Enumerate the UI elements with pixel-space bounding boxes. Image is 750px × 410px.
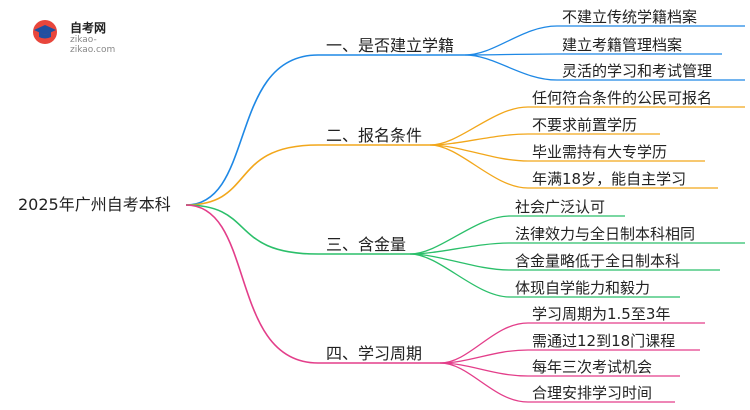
leaf-connector-3-4 bbox=[409, 253, 511, 298]
leaf-connector-4-1 bbox=[439, 322, 529, 364]
branch-label-1: 一、是否建立学籍 bbox=[326, 36, 455, 55]
leaf-connector-3-3 bbox=[409, 253, 511, 271]
leaf-connector-1-1 bbox=[464, 25, 558, 56]
leaf-1-2: 建立考籍管理档案 bbox=[562, 36, 683, 54]
branch-connector-3 bbox=[185, 204, 319, 255]
leaf-connector-1-2 bbox=[464, 53, 558, 56]
leaf-4-4: 合理安排学习时间 bbox=[532, 384, 653, 402]
leaf-connector-4-4 bbox=[439, 362, 529, 403]
logo: 自考网 zikao-zikao.com bbox=[30, 16, 140, 55]
leaf-connector-1-3 bbox=[464, 54, 558, 81]
leaf-4-3: 每年三次考试机会 bbox=[532, 358, 653, 376]
branch-connector-4 bbox=[185, 204, 319, 364]
leaf-connector-4-2 bbox=[439, 349, 529, 364]
leaf-2-1: 任何符合条件的公民可报名 bbox=[532, 89, 713, 107]
root-node: 2025年广州自考本科 bbox=[18, 195, 171, 214]
leaf-3-1: 社会广泛认可 bbox=[515, 198, 606, 216]
branch-connector-2 bbox=[185, 144, 319, 206]
leaf-connector-3-1 bbox=[409, 215, 511, 255]
leaf-connector-2-4 bbox=[429, 144, 529, 189]
branch-label-3: 三、含金量 bbox=[326, 235, 407, 254]
logo-title: 自考网 bbox=[70, 21, 107, 35]
logo-url: zikao-zikao.com bbox=[70, 35, 116, 55]
branch-label-2: 二、报名条件 bbox=[326, 126, 423, 145]
leaf-2-3: 毕业需持有大专学历 bbox=[532, 143, 668, 161]
leaf-connector-2-1 bbox=[429, 106, 529, 146]
leaf-2-2: 不要求前置学历 bbox=[532, 116, 638, 134]
leaf-connector-2-3 bbox=[429, 144, 529, 162]
leaf-3-4: 体现自学能力和毅力 bbox=[515, 279, 651, 297]
leaf-4-2: 需通过12到18门课程 bbox=[532, 332, 676, 350]
branch-label-4: 四、学习周期 bbox=[326, 344, 423, 363]
leaf-3-2: 法律效力与全日制本科相同 bbox=[515, 225, 696, 243]
leaf-2-4: 年满18岁，能自主学习 bbox=[532, 170, 687, 188]
branch-connector-1 bbox=[185, 54, 319, 206]
leaf-1-3: 灵活的学习和考试管理 bbox=[562, 62, 713, 80]
graduation-cap-icon bbox=[33, 20, 57, 44]
leaf-4-1: 学习周期为1.5至3年 bbox=[532, 305, 671, 323]
leaf-connector-3-2 bbox=[409, 242, 511, 255]
leaf-1-1: 不建立传统学籍档案 bbox=[562, 8, 698, 26]
leaf-connector-4-3 bbox=[439, 362, 529, 377]
leaf-3-3: 含金量略低于全日制本科 bbox=[515, 252, 681, 270]
leaf-connector-2-2 bbox=[429, 133, 529, 146]
